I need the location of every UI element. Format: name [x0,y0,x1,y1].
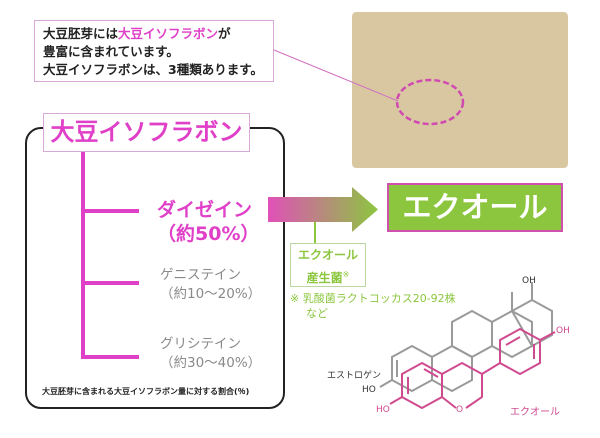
intro-line-1: 大豆胚芽には大豆イソフラボンが [43,25,265,43]
intro-line-1-suffix: が [218,26,231,41]
connector-line [273,49,399,102]
ratio-caption: 大豆胚芽に含まれる大豆イソフラボン量に対する割合(％) [42,387,250,396]
ho-estrogen-label: HO [362,385,376,395]
intro-line-3: 大豆イソフラボンは、3種類あります。 [43,62,263,77]
item-ratio: （約50%） [157,223,260,245]
germ-highlight-ellipse [395,78,465,126]
item-name: グリシテイン [160,336,241,352]
footnote-line-1: ※ 乳酸菌ラクトコッカス20-92株 [290,292,456,305]
item-ratio: （約10〜20%） [160,286,262,302]
oh-equol-label: OH [556,326,570,336]
equol-structure-label: エクオール [510,406,560,418]
equol-bacteria-box: エクオール 産生菌※ [290,243,366,287]
branch-glycitein [81,355,139,359]
estrogen-structure [379,282,553,393]
equol-result-box: エクオール [387,183,563,232]
item-name: ゲニステイン [160,267,241,283]
footnote-line-2: など [306,307,328,320]
item-daidzein: ダイゼイン （約50%） [157,198,259,246]
conversion-arrow [268,187,378,232]
branch-daidzein [81,209,139,213]
equol-structure [389,327,556,410]
item-genistein: ゲニステイン （約10〜20%） [160,266,261,304]
item-name: ダイゼイン [157,199,253,221]
intro-highlight: 大豆イソフラボン [118,26,219,41]
oxygen-label: O [456,405,463,415]
intro-line-1-prefix: 大豆胚芽には [43,26,119,41]
bacteria-footnote: ※ 乳酸菌ラクトコッカス20-92株 など [290,291,456,321]
estrogen-label: エストロゲン [327,369,381,381]
bacteria-line-2: 産生菌※ [291,265,365,288]
item-ratio: （約30〜40%） [160,355,262,371]
branch-genistein [81,281,139,285]
ho-equol-label: HO [376,405,390,415]
bacteria-line-1: エクオール [297,248,358,262]
branch-trunk [81,151,85,359]
intro-line-2: 豊富に含まれています。 [43,44,179,59]
note-mark: ※ [342,270,350,279]
bacteria-line-2-text: 産生菌 [306,271,343,285]
soybean-photo [352,12,568,168]
item-glycitein: グリシテイン （約30〜40%） [160,335,261,373]
isoflavone-title: 大豆イソフラボン [43,113,250,152]
intro-text-box: 大豆胚芽には大豆イソフラボンが 豊富に含まれています。 大豆イソフラボンは、3種… [34,20,274,82]
oh-top-label: OH [522,276,536,286]
